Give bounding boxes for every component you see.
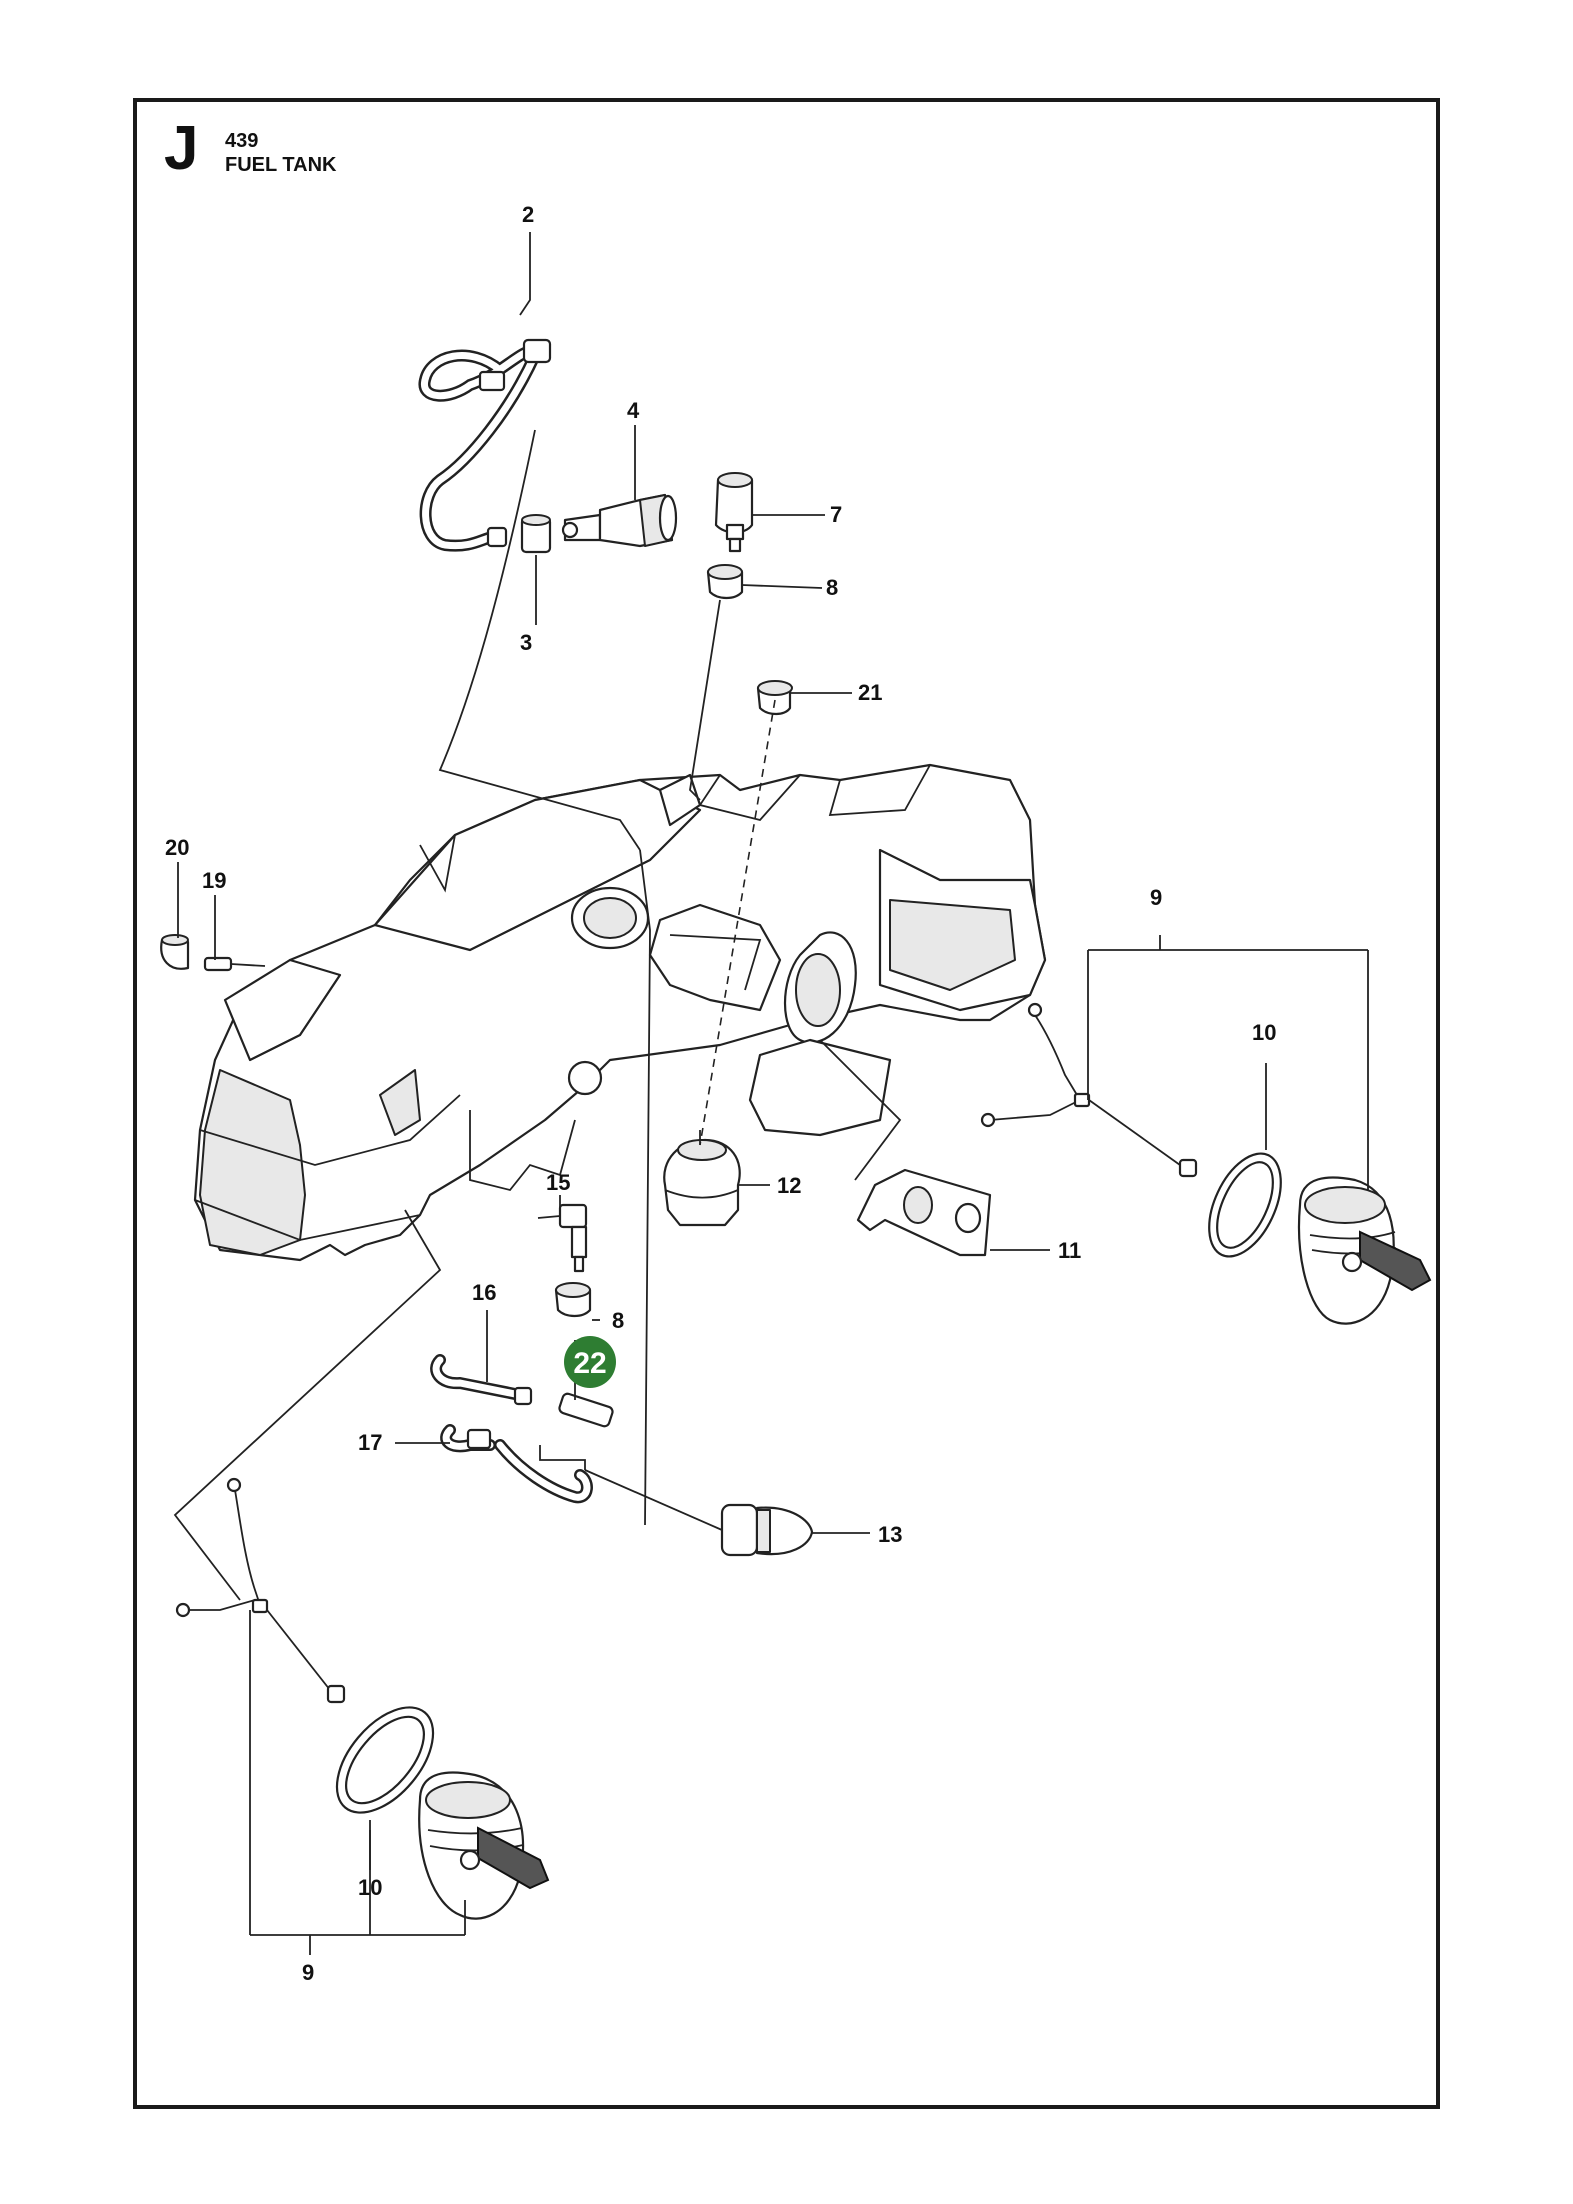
- part-13-primer-bulb: [584, 1469, 814, 1557]
- part-21-bushing: [756, 680, 793, 716]
- callout-21: 21: [858, 680, 882, 705]
- callout-13: 13: [878, 1522, 902, 1547]
- callout-16: 16: [472, 1280, 496, 1305]
- callout-8-lower: 8: [612, 1308, 624, 1333]
- part-9-fuel-cap-left: [175, 1477, 550, 1920]
- callout-12: 12: [777, 1173, 801, 1198]
- callout-9-right: 9: [1150, 885, 1162, 910]
- section-title: FUEL TANK: [225, 154, 337, 176]
- callout-19: 19: [202, 868, 226, 893]
- part-17-hose: [440, 1424, 593, 1504]
- model-number: 439: [225, 130, 259, 152]
- callout-20: 20: [165, 835, 189, 860]
- highlight-badge-22[interactable]: 22: [564, 1336, 616, 1388]
- callout-labels: 2 4 7 8 3 21 20 19 9 10 12 11 15 16 8 17…: [165, 202, 1276, 1985]
- part-20-plug: [160, 934, 190, 970]
- callout-8-top: 8: [826, 575, 838, 600]
- callout-10-right: 10: [1252, 1020, 1276, 1045]
- callout-11: 11: [1058, 1238, 1081, 1263]
- leader-lines: [173, 232, 1369, 1955]
- part-12-grommet: [663, 1138, 741, 1227]
- part-15-fitting: [537, 1203, 588, 1273]
- part-3-grommet: [520, 514, 552, 554]
- callout-4: 4: [627, 398, 640, 423]
- part-9-fuel-cap-right: [980, 1002, 1432, 1325]
- part-2-fuel-hose: [418, 338, 552, 552]
- highlight-label: 22: [573, 1347, 606, 1380]
- part-16-hose: [430, 1354, 614, 1428]
- part-7-valve: [714, 472, 754, 553]
- part-19-screw: [203, 956, 266, 972]
- fuel-tank-body: [193, 763, 1047, 1262]
- callout-15: 15: [546, 1170, 570, 1195]
- page-frame: [133, 98, 1440, 2109]
- callout-3: 3: [520, 630, 532, 655]
- part-4-fuel-filter: [561, 493, 678, 548]
- callout-10-left: 10: [358, 1875, 382, 1900]
- callout-2: 2: [522, 202, 534, 227]
- part-8-bushing-lower: [554, 1282, 592, 1318]
- part-11-bracket: [856, 1168, 992, 1257]
- callout-9-left: 9: [302, 1960, 314, 1985]
- part-8-bushing-top: [706, 564, 744, 600]
- callout-17: 17: [358, 1430, 382, 1455]
- callout-7: 7: [830, 502, 842, 527]
- section-letter: J: [164, 114, 199, 183]
